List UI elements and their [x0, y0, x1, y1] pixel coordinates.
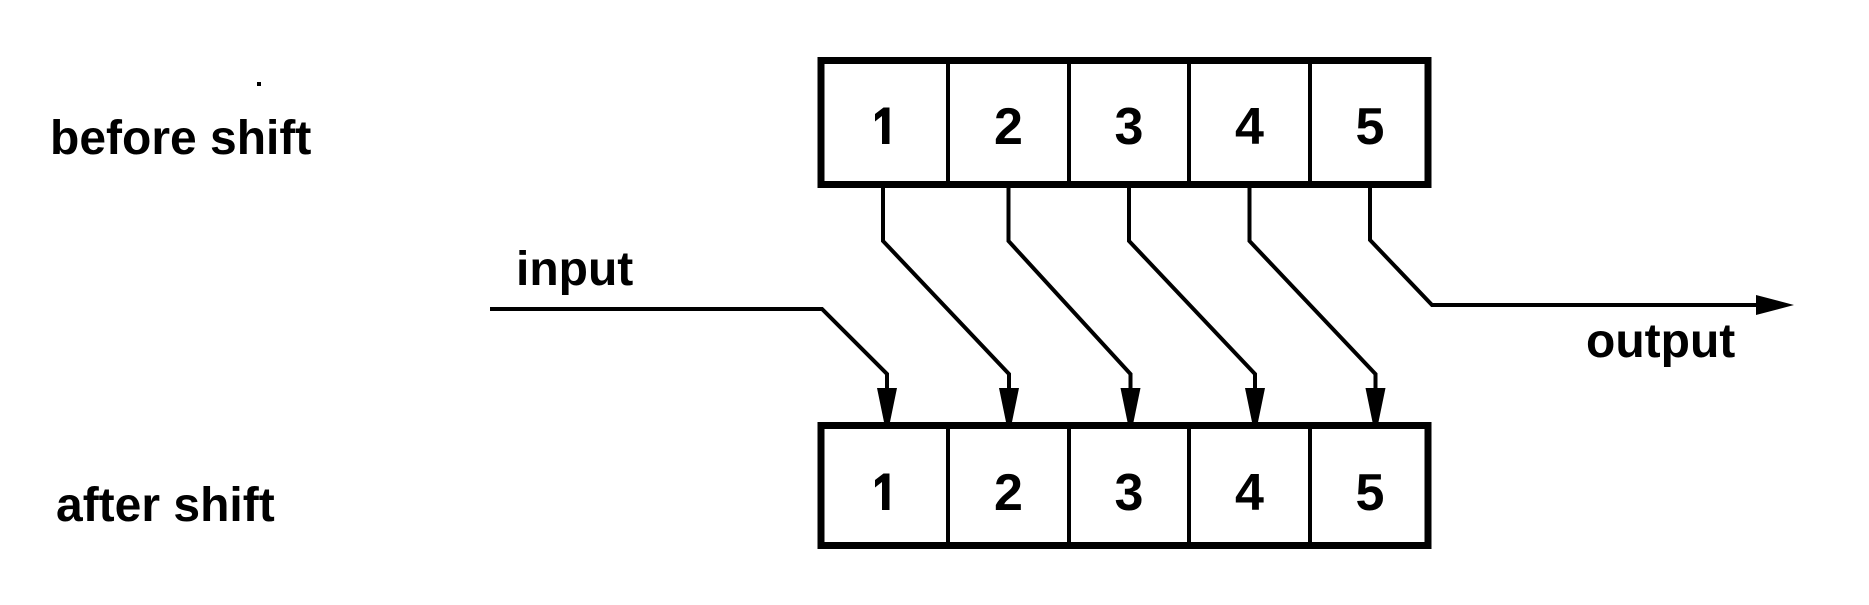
svg-text:5: 5	[1356, 464, 1385, 522]
svg-text:4: 4	[1235, 98, 1264, 156]
svg-text:5: 5	[1356, 98, 1385, 156]
svg-text:4: 4	[1235, 464, 1264, 522]
svg-text:2: 2	[994, 98, 1023, 156]
svg-text:input: input	[516, 243, 633, 296]
svg-text:output: output	[1586, 315, 1735, 368]
svg-text:2: 2	[994, 464, 1023, 522]
svg-text:3: 3	[1115, 98, 1144, 156]
svg-text:before shift: before shift	[50, 112, 311, 165]
svg-text:3: 3	[1115, 464, 1144, 522]
svg-text:after shift: after shift	[56, 479, 275, 532]
